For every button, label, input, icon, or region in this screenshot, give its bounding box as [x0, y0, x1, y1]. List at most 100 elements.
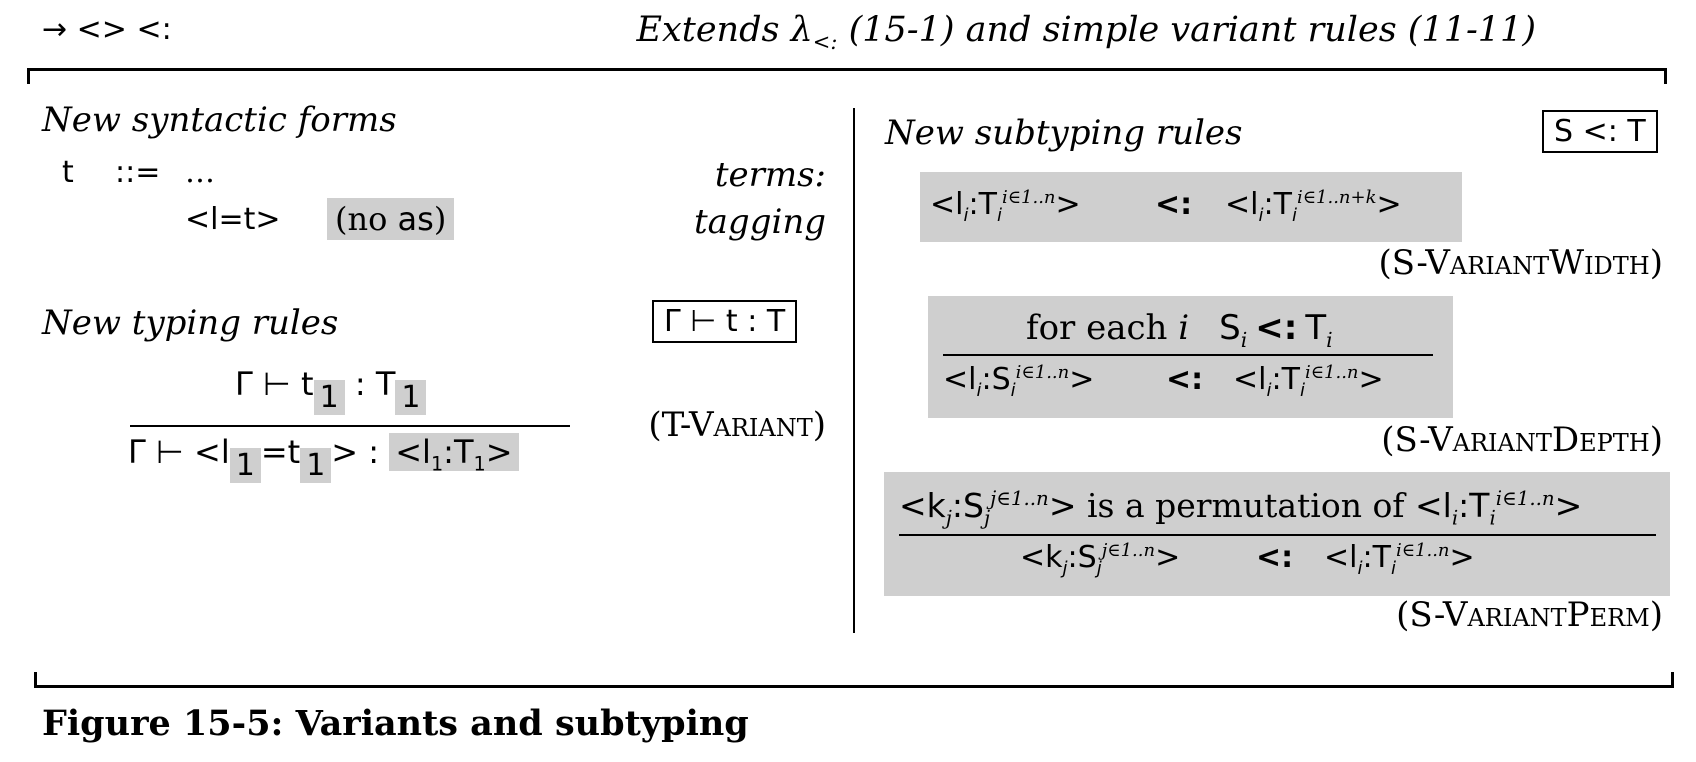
- perm-prem-sj: j: [983, 506, 991, 530]
- perm-conc-s: :S: [1067, 540, 1097, 575]
- extends-note: Extends λ<: (15-1) and simple variant ru…: [636, 10, 1536, 54]
- depth-left-sup: i∈1..n: [1015, 362, 1070, 383]
- width-sub-symbol: <:: [1155, 187, 1193, 222]
- no-as-suffix: ): [433, 200, 447, 238]
- depth-premise-si: i: [1240, 327, 1248, 352]
- typing-heading: New typing rules: [42, 303, 339, 343]
- perm-prem-close1: >: [1048, 486, 1077, 525]
- depth-right-ti: i: [1299, 380, 1305, 401]
- conc-type-sub2: 1: [473, 452, 486, 476]
- s-variant-perm-box: <kj:Sjj∈1..n> is a permutation of <li:Ti…: [884, 472, 1670, 596]
- syntax-ellipsis: …: [185, 155, 215, 190]
- depth-left-i: i: [976, 380, 982, 401]
- depth-right-l: <l: [1233, 362, 1267, 397]
- s-variant-depth-name: (S-VariantDepth): [1381, 420, 1663, 460]
- conc-type-mid: :T: [443, 433, 474, 471]
- tagging-label: tagging: [694, 202, 826, 242]
- depth-left-close: >: [1069, 362, 1095, 397]
- width-right-i: i: [1258, 205, 1264, 226]
- perm-conc-sj: j: [1096, 558, 1102, 579]
- perm-prem-supi: i∈1..n: [1495, 487, 1555, 510]
- depth-premise-text: for each: [1026, 308, 1179, 348]
- width-left-i: i: [963, 205, 969, 226]
- width-right-t: :T: [1263, 187, 1292, 222]
- no-as-prefix: (no: [335, 200, 398, 238]
- terms-label: terms:: [714, 155, 826, 195]
- perm-conc-j: j: [1062, 558, 1068, 579]
- width-right-sup: i∈1..n+k: [1296, 187, 1377, 208]
- width-left-sup: i∈1..n: [1001, 187, 1056, 208]
- conc-type-end: >: [485, 433, 513, 471]
- no-as-annotation: (no as): [327, 198, 455, 240]
- s-variant-width-name: (S-VariantWidth): [1378, 243, 1663, 283]
- perm-prem-s: :S: [951, 486, 984, 525]
- s-variant-width-box: <li:Tii∈1..n> <: <li:Tii∈1..n+k>: [920, 172, 1462, 242]
- premise-sub-1b: 1: [395, 380, 427, 415]
- depth-sub-symbol: <:: [1166, 362, 1204, 397]
- perm-conc-right: <li:Tii∈1..n>: [1324, 540, 1475, 579]
- conc-mid: =t: [260, 433, 301, 471]
- width-right-l: <l: [1225, 187, 1259, 222]
- depth-right-sup: i∈1..n: [1304, 362, 1359, 383]
- s-variant-perm-name: (S-VariantPerm): [1396, 595, 1663, 635]
- perm-prem-close2: >: [1554, 486, 1583, 525]
- extends-rest: (15-1) and simple variant rules (11-11): [837, 10, 1536, 50]
- perm-prem-k: <k: [899, 486, 946, 525]
- subtyping-heading: New subtyping rules: [885, 113, 1243, 153]
- depth-right-t: :T: [1271, 362, 1300, 397]
- header-symbols: → <> <:: [42, 12, 172, 47]
- depth-premise-t: T: [1305, 308, 1327, 348]
- figure-bottom-frame: [34, 672, 1674, 688]
- perm-conc-t: :T: [1362, 540, 1391, 575]
- conc-post: > :: [331, 433, 390, 471]
- depth-conc-right: <li:Tii∈1..n>: [1233, 362, 1384, 401]
- width-right-ti: i: [1291, 205, 1297, 226]
- perm-premise: <kj:Sjj∈1..n> is a permutation of <li:Ti…: [899, 486, 1582, 530]
- perm-prem-i: i: [1451, 506, 1459, 530]
- depth-premise-s: S: [1219, 308, 1241, 348]
- depth-rule-line: [943, 354, 1433, 356]
- width-right: <li:Tii∈1..n+k>: [1225, 187, 1402, 226]
- perm-conc-close2: >: [1449, 540, 1475, 575]
- perm-prem-ti: i: [1489, 506, 1496, 530]
- syntax-heading: New syntactic forms: [42, 100, 397, 140]
- perm-prem-l: <l: [1415, 486, 1452, 525]
- premise-pre: Γ ⊢ t: [235, 365, 314, 403]
- width-left-close: >: [1055, 187, 1081, 222]
- perm-conc-ti: i: [1390, 558, 1396, 579]
- conc-pre: Γ ⊢ <l: [128, 433, 230, 471]
- conc-type-l: <l: [395, 433, 431, 471]
- width-left-t: :T: [968, 187, 997, 222]
- figure-top-frame: [27, 68, 1667, 84]
- perm-conc-supi: i∈1..n: [1395, 540, 1450, 561]
- depth-premise-i: i: [1178, 308, 1190, 348]
- conc-sub-1a: 1: [229, 448, 261, 483]
- syntax-t: t: [62, 155, 74, 190]
- premise-sub-1a: 1: [313, 380, 345, 415]
- figure-caption: Figure 15-5: Variants and subtyping: [42, 703, 749, 744]
- tag-form: <l=t>: [185, 202, 281, 237]
- t-variant-rule-line: [130, 425, 570, 427]
- depth-conc-left: <li:Sii∈1..n>: [943, 362, 1094, 401]
- width-left: <li:Tii∈1..n>: [930, 187, 1081, 226]
- perm-sub-symbol: <:: [1256, 540, 1294, 575]
- t-variant-name: (T-Variant): [648, 405, 826, 445]
- extends-prefix: Extends λ: [636, 10, 813, 50]
- no-as-keyword: as: [397, 200, 434, 238]
- perm-prem-t: :T: [1458, 486, 1490, 525]
- column-divider: [853, 108, 855, 633]
- perm-conc-k: <k: [1020, 540, 1063, 575]
- depth-left-si: i: [1010, 380, 1016, 401]
- perm-conc-left: <kj:Sjj∈1..n>: [1020, 540, 1180, 579]
- depth-right-i: i: [1266, 380, 1272, 401]
- depth-left-l: <l: [943, 362, 977, 397]
- depth-left-s: :S: [981, 362, 1011, 397]
- perm-prem-supj: j∈1..n: [990, 487, 1049, 510]
- perm-prem-text: is a permutation of: [1076, 486, 1416, 525]
- subtyping-judgment-box: S <: T: [1542, 110, 1658, 153]
- width-left-l: <l: [930, 187, 964, 222]
- typing-judgment-box: Γ ⊢ t : T: [652, 300, 798, 343]
